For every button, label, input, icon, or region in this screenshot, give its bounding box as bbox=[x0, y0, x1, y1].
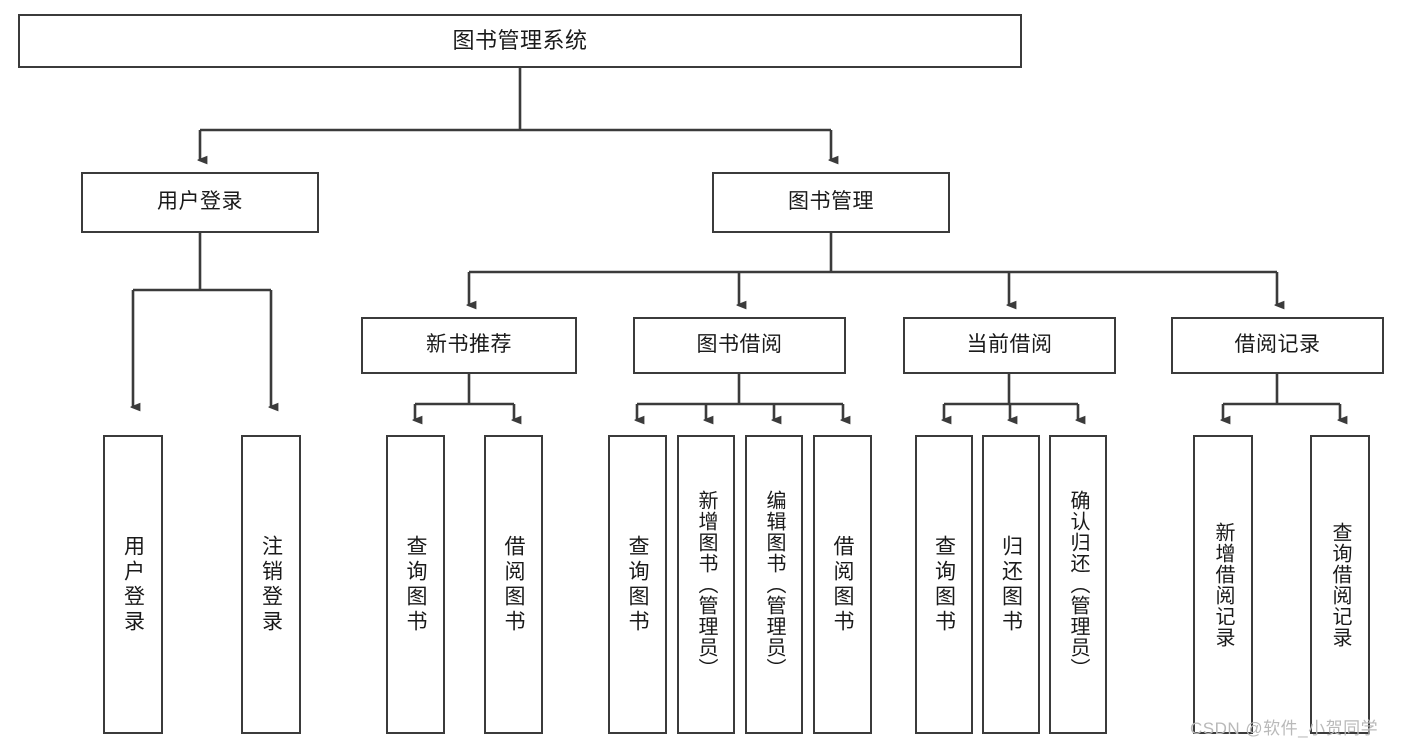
leaf-user-login-login[interactable]: 用户登录 bbox=[103, 435, 163, 734]
node-book-borrow-label: 图书借阅 bbox=[696, 333, 783, 357]
node-current-borrow[interactable]: 当前借阅 bbox=[903, 317, 1116, 374]
leaf-borrow-query-book[interactable]: 查询图书 bbox=[608, 435, 667, 734]
leaf-recommend-query-book-label: 查询图书 bbox=[404, 534, 427, 635]
leaf-borrow-borrow-book-label: 借阅图书 bbox=[831, 534, 854, 635]
leaf-current-return-book-label: 归还图书 bbox=[999, 534, 1023, 635]
leaf-borrow-add-book-admin[interactable]: 新增图书（管理员） bbox=[677, 435, 735, 734]
leaf-current-query-book-label: 查询图书 bbox=[932, 534, 956, 635]
leaf-records-add-record-label: 新增借阅记录 bbox=[1212, 521, 1234, 648]
node-user-login-label: 用户登录 bbox=[157, 190, 243, 214]
node-new-book-recommend[interactable]: 新书推荐 bbox=[361, 317, 577, 374]
leaf-user-login-login-label: 用户登录 bbox=[121, 534, 145, 635]
node-new-book-recommend-label: 新书推荐 bbox=[426, 333, 512, 357]
leaf-records-add-record[interactable]: 新增借阅记录 bbox=[1193, 435, 1253, 734]
leaf-borrow-query-book-label: 查询图书 bbox=[626, 534, 649, 635]
node-book-management-label: 图书管理 bbox=[788, 190, 874, 214]
leaf-borrow-edit-book-admin[interactable]: 编辑图书（管理员） bbox=[745, 435, 803, 734]
leaf-current-confirm-return-admin-label: 确认归还（管理员） bbox=[1067, 490, 1089, 679]
node-current-borrow-label: 当前借阅 bbox=[966, 333, 1053, 357]
leaf-current-return-book[interactable]: 归还图书 bbox=[982, 435, 1040, 734]
node-borrow-records[interactable]: 借阅记录 bbox=[1171, 317, 1384, 374]
node-user-login[interactable]: 用户登录 bbox=[81, 172, 319, 233]
node-root-label: 图书管理系统 bbox=[452, 28, 588, 54]
node-book-management[interactable]: 图书管理 bbox=[712, 172, 950, 233]
leaf-borrow-edit-book-admin-label: 编辑图书（管理员） bbox=[763, 490, 785, 679]
leaf-current-confirm-return-admin[interactable]: 确认归还（管理员） bbox=[1049, 435, 1107, 734]
leaf-borrow-borrow-book[interactable]: 借阅图书 bbox=[813, 435, 872, 734]
leaf-recommend-borrow-book[interactable]: 借阅图书 bbox=[484, 435, 543, 734]
watermark: CSDN @软件_小贺同学 bbox=[1190, 719, 1379, 738]
leaf-recommend-query-book[interactable]: 查询图书 bbox=[386, 435, 445, 734]
node-book-borrow[interactable]: 图书借阅 bbox=[633, 317, 846, 374]
node-borrow-records-label: 借阅记录 bbox=[1234, 333, 1321, 357]
leaf-user-login-logout[interactable]: 注销登录 bbox=[241, 435, 301, 734]
leaf-records-query-record-label: 查询借阅记录 bbox=[1329, 521, 1351, 648]
leaf-recommend-borrow-book-label: 借阅图书 bbox=[502, 534, 525, 635]
leaf-borrow-add-book-admin-label: 新增图书（管理员） bbox=[695, 490, 717, 679]
leaf-records-query-record[interactable]: 查询借阅记录 bbox=[1310, 435, 1370, 734]
leaf-user-login-logout-label: 注销登录 bbox=[259, 534, 283, 635]
node-root[interactable]: 图书管理系统 bbox=[18, 14, 1022, 68]
leaf-current-query-book[interactable]: 查询图书 bbox=[915, 435, 973, 734]
